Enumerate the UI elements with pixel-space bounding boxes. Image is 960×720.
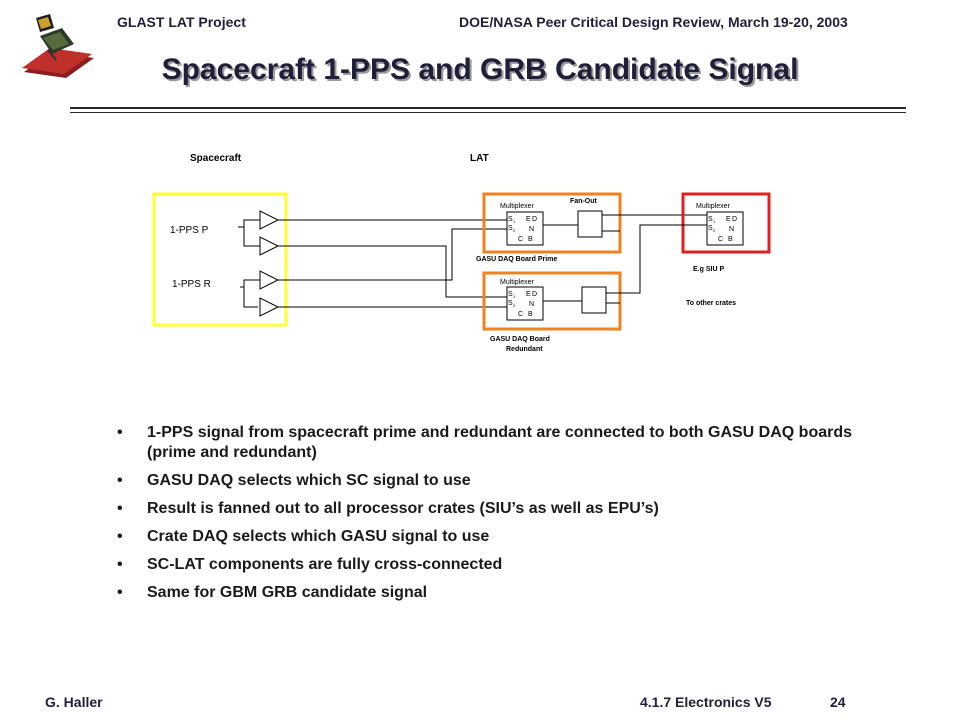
bullet-text: Crate DAQ selects which GASU signal to u… [147,528,490,545]
footer-page-number: 24 [830,694,846,710]
svg-text:E: E [726,216,731,223]
svg-text:S: S [708,216,713,223]
mux-siu-label: Multiplexer [696,203,731,210]
buffer-p1 [259,210,280,230]
buffer-r2 [259,297,280,317]
signal-diagram: Spacecraft LAT 1-PPS P 1-PPS R Multiplex… [152,153,771,353]
svg-text:B: B [528,236,533,243]
svg-text:N: N [529,301,534,308]
svg-text:S: S [508,291,513,298]
svg-text:B: B [728,236,733,243]
gasu-prime-label: GASU DAQ Board Prime [476,256,557,263]
svg-text:1: 1 [513,294,516,299]
bullet-text: GASU DAQ selects which SC signal to use [147,472,471,489]
svg-text:D: D [732,216,737,223]
bullet-text: Same for GBM GRB candidate signal [147,584,428,601]
lat-label: LAT [470,153,489,164]
svg-text:B: B [528,311,533,318]
pps-p-label: 1-PPS P [170,225,209,236]
gasu-redundant-label-1: GASU DAQ Board [490,336,550,343]
svg-text:E: E [526,216,531,223]
gasu-redundant-box [482,271,622,331]
bullet-item: • SC-LAT components are fully cross-conne… [117,555,877,575]
bullet-dot: • [117,584,123,601]
fan-out-redundant [581,286,607,314]
header-project: GLAST LAT Project [117,14,246,30]
svg-text:1: 1 [513,219,516,224]
buffer-r1 [259,270,280,290]
svg-text:C: C [718,236,723,243]
buffer-p2 [259,236,280,256]
svg-text:2: 2 [513,303,516,308]
footer-author: G. Haller [45,694,103,710]
svg-text:D: D [532,216,537,223]
siu-label: E.g SIU P [693,266,724,273]
spacecraft-label: Spacecraft [190,153,242,164]
bullet-item: • Crate DAQ selects which GASU signal to … [117,527,877,547]
bullet-dot: • [117,424,123,441]
glast-satellite-logo [22,14,94,78]
mux-redundant-label: Multiplexer [500,279,535,286]
svg-text:S: S [508,216,513,223]
bullet-item: • 1-PPS signal from spacecraft prime and … [117,423,877,463]
gasu-redundant-label-2: Redundant [506,346,543,353]
spacecraft-box [152,192,288,327]
bullet-text: Result is fanned out to all processor cr… [147,500,659,517]
fan-out-label: Fan-Out [570,198,597,205]
bullet-dot: • [117,500,123,517]
pps-r-label: 1-PPS R [172,279,211,290]
footer-section: 4.1.7 Electronics V5 [640,694,772,710]
svg-text:N: N [529,226,534,233]
svg-text:D: D [532,291,537,298]
svg-text:2: 2 [713,228,716,233]
fan-out-prime [577,210,603,238]
svg-text:N: N [729,226,734,233]
bullet-text: 1-PPS signal from spacecraft prime and r… [147,424,853,461]
siu-box [681,192,771,254]
bullet-item: • Same for GBM GRB candidate signal [117,583,877,603]
title-rule [70,107,906,109]
mux-prime-label: Multiplexer [500,203,535,210]
bullet-dot: • [117,556,123,573]
svg-text:E: E [526,291,531,298]
header-review: DOE/NASA Peer Critical Design Review, Ma… [459,14,848,30]
slide-title: Spacecraft 1-PPS and GRB Candidate Signa… [161,53,799,86]
svg-text:S: S [508,300,513,307]
mux-redundant [506,286,544,321]
bullet-item: • Result is fanned out to all processor c… [117,499,877,519]
bullet-dot: • [117,528,123,545]
bullet-item: • GASU DAQ selects which SC signal to use [117,471,877,491]
svg-text:C: C [518,311,523,318]
svg-text:C: C [518,236,523,243]
mux-siu [706,211,744,246]
svg-text:1: 1 [713,219,716,224]
bullet-text: SC-LAT components are fully cross-connec… [147,556,503,573]
bullet-list: • 1-PPS signal from spacecraft prime and … [117,423,877,611]
bullet-dot: • [117,472,123,489]
svg-text:S: S [708,225,713,232]
other-crates-label: To other crates [686,300,736,307]
svg-text:S: S [508,225,513,232]
mux-prime [506,211,544,246]
title-rule-thin [70,112,906,113]
svg-text:2: 2 [513,228,516,233]
gasu-prime-box [482,192,622,254]
